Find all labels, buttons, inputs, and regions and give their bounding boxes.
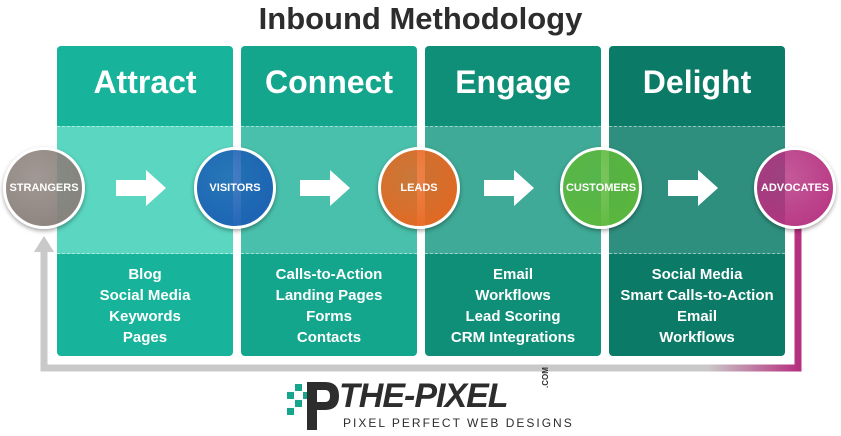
- stage-head: [241, 46, 417, 126]
- tool-item: Calls-to-Action: [275, 266, 383, 283]
- tool-item: Smart Calls-to-Action: [620, 287, 774, 304]
- tool-item: Contacts: [296, 329, 362, 346]
- tool-item: Social Media: [651, 266, 743, 283]
- stage-head: [609, 46, 785, 126]
- right-arrow-icon: [668, 170, 718, 206]
- tool-item: Email: [676, 308, 718, 325]
- stage-title: Engage: [455, 64, 571, 100]
- stage-foot: [241, 254, 417, 356]
- tool-item: Social Media: [99, 287, 191, 304]
- milestone-visitors: VISITORS: [194, 147, 276, 229]
- stage-head: [57, 46, 233, 126]
- stage-engage: Engage Email Workflows Lead Scoring CRM …: [425, 46, 601, 356]
- tool-item: Blog: [128, 266, 162, 283]
- pixel-p-logo-icon: [287, 382, 339, 430]
- stage-title: Attract: [93, 64, 197, 100]
- tool-item: Pages: [122, 329, 168, 346]
- brand-tld: .COM: [541, 367, 550, 388]
- tool-item: Landing Pages: [275, 287, 383, 304]
- tool-item: CRM Integrations: [450, 329, 576, 346]
- stage-delight: Delight Social Media Smart Calls-to-Acti…: [609, 46, 785, 356]
- right-arrow-icon: [116, 170, 166, 206]
- tool-item: Email: [492, 266, 534, 283]
- milestone-customers: CUSTOMERS: [560, 147, 642, 229]
- milestone-leads: LEADS: [378, 147, 460, 229]
- brand-tagline: PIXEL PERFECT WEB DESIGNS: [343, 416, 574, 430]
- stage-tools: Email Workflows Lead Scoring CRM Integra…: [425, 264, 601, 348]
- tool-item: Lead Scoring: [465, 308, 561, 325]
- tool-item: Forms: [306, 308, 352, 325]
- stage-tools: Social Media Smart Calls-to-Action Email…: [609, 264, 785, 348]
- right-arrow-icon: [300, 170, 350, 206]
- brand-name: THE-PIXEL: [339, 377, 509, 415]
- right-arrow-icon: [484, 170, 534, 206]
- stage-tools: Blog Social Media Keywords Pages: [57, 264, 233, 348]
- tool-item: Workflows: [659, 329, 735, 346]
- tool-item: Keywords: [109, 308, 181, 325]
- stage-title: Connect: [265, 64, 393, 100]
- stage-foot: [57, 254, 233, 356]
- stage-title: Delight: [642, 64, 752, 100]
- stage-tools: Calls-to-Action Landing Pages Forms Cont…: [241, 264, 417, 348]
- diagram-title: Inbound Methodology: [258, 1, 583, 36]
- tool-item: Workflows: [475, 287, 551, 304]
- milestone-strangers: STRANGERS: [3, 147, 85, 229]
- stage-foot: [609, 254, 785, 356]
- stage-head: [425, 46, 601, 126]
- stage-attract: Attract Blog Social Media Keywords Pages: [57, 46, 233, 356]
- brand-logo: THE-PIXEL .COM PIXEL PERFECT WEB DESIGNS: [285, 367, 575, 436]
- stage-foot: [425, 254, 601, 356]
- milestone-advocates: ADVOCATES: [754, 147, 836, 229]
